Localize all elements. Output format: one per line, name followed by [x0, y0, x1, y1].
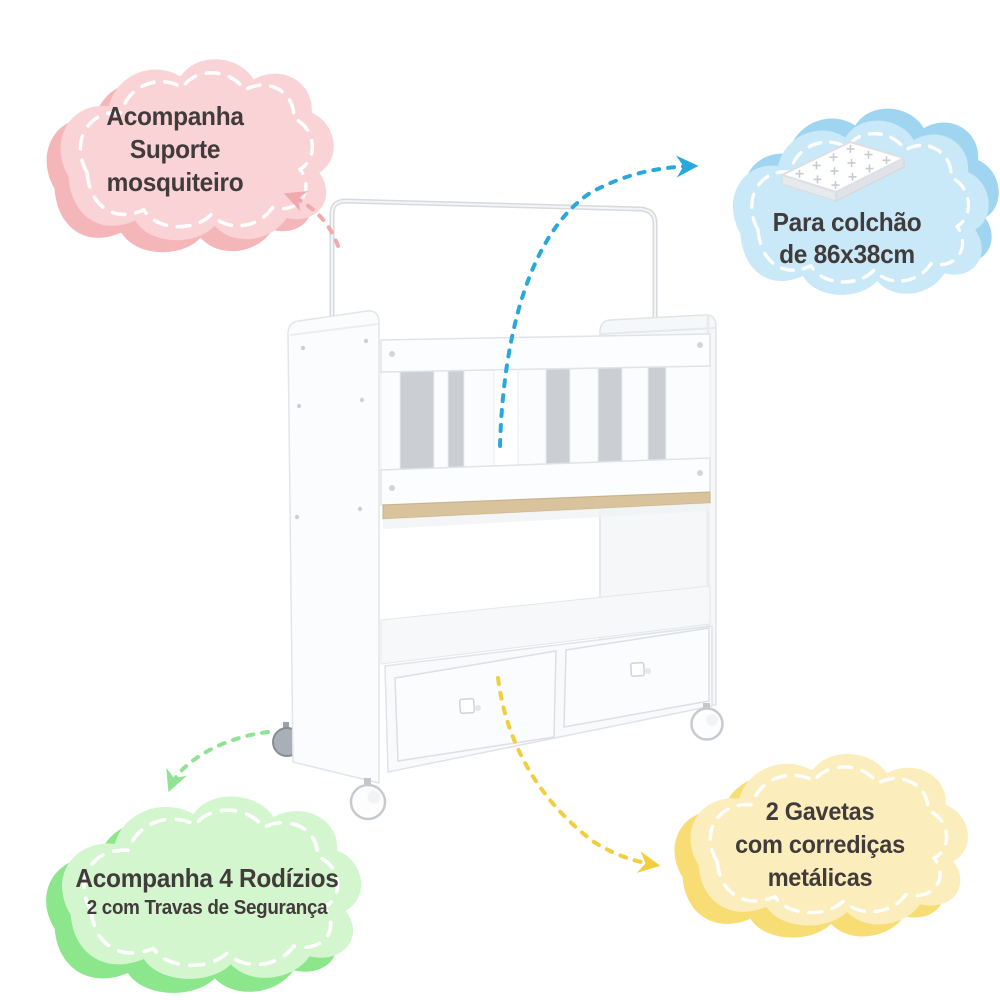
mattress-icon: [781, 141, 905, 202]
label-line: com corrediças: [735, 831, 905, 859]
storage-shelf-top: [380, 585, 711, 665]
screw: [357, 506, 363, 512]
caster-wheel-front-left: [349, 778, 387, 821]
rail-slat: [517, 368, 547, 466]
crib-left-panel: [287, 310, 380, 784]
casters-label: Acompanha 4 Rodízios 2 com Travas de Seg…: [57, 861, 358, 922]
mosquito-net-label: Acompanha Suporte mosquiteiro: [53, 100, 297, 199]
screw: [363, 338, 369, 344]
screw: [697, 470, 703, 476]
mosquito-net-support-bar-highlight: [331, 199, 656, 322]
screw: [697, 342, 703, 348]
drawer-knob-right: [629, 661, 651, 678]
rail-slat: [463, 369, 495, 468]
crib-illustration: [272, 198, 724, 821]
rail-slat: [665, 365, 711, 461]
quilt-pattern: [795, 144, 891, 190]
screw: [296, 403, 302, 409]
knob-shadow: [475, 705, 481, 711]
left-panel-screws: [294, 338, 369, 520]
drawer-right: [563, 627, 710, 728]
caster-stem: [364, 778, 371, 788]
rail-screws: [389, 342, 703, 491]
mosquito-net-support-bar: [329, 198, 658, 322]
arrow-to-drawers-cloud: [496, 676, 661, 873]
screw: [389, 351, 395, 357]
label-line: Suporte: [129, 134, 221, 164]
knob-shadow: [645, 668, 651, 674]
rail-slat: [433, 370, 449, 469]
arrow-to-casters-cloud: [166, 730, 270, 793]
knob: [458, 697, 476, 715]
mattress-label: Para colchão de 86x38cm: [734, 206, 960, 270]
drawer-left: [394, 650, 557, 762]
wheel: [349, 783, 387, 821]
label-line: 2 Gavetas: [765, 798, 875, 826]
rail-slat: [621, 366, 649, 462]
caster-wheel-front-right: [690, 703, 724, 741]
label-line: Para colchão: [772, 207, 922, 237]
wheel-highlight: [706, 714, 718, 726]
wheel: [690, 707, 724, 741]
knob: [629, 661, 646, 678]
interior-shadow: [383, 503, 710, 529]
right-panel-top-edge: [600, 327, 716, 335]
mattress-top: [781, 141, 905, 193]
label-line: mosquiteiro: [106, 167, 244, 197]
caster-stem: [283, 722, 289, 732]
rail-slats: [380, 365, 711, 471]
arrow-to-mattress-cloud: [498, 155, 699, 448]
label-line: metálicas: [767, 864, 873, 892]
screw: [294, 514, 300, 520]
screw: [389, 485, 395, 491]
label-line: 2 com Travas de Segurança: [86, 897, 328, 919]
screw: [359, 397, 365, 403]
drawer-knob-left: [458, 697, 481, 715]
screw: [300, 345, 306, 351]
wheel-highlight: [367, 790, 381, 804]
label-line: Acompanha: [106, 101, 244, 131]
arrow-to-mosquito-net-cloud: [283, 191, 340, 248]
rail-slat: [569, 367, 599, 464]
label-line: de 86x38cm: [779, 239, 915, 269]
left-panel-top-edge: [289, 323, 379, 336]
label-line: Acompanha 4 Rodízios: [75, 863, 339, 893]
rail-top-board: [380, 333, 711, 373]
rail-slat: [380, 371, 401, 471]
drawers-label: 2 Gavetas com corrediças metálicas: [707, 796, 933, 895]
